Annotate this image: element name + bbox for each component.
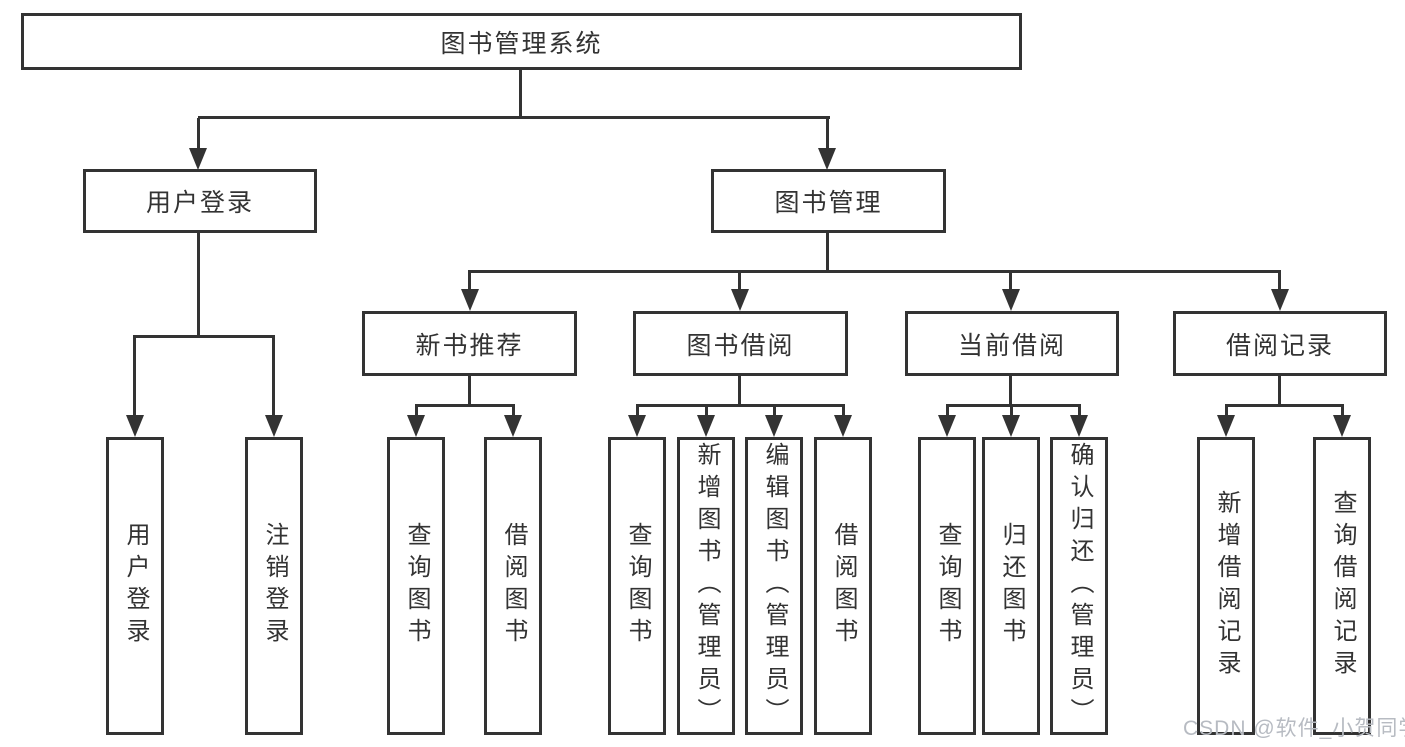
- node-recommend-query: 查询图书: [387, 437, 445, 735]
- node-book-management: 图书管理: [711, 169, 946, 233]
- watermark: CSDN @软件_小贺同学: [1183, 717, 1405, 740]
- arrowhead-records-add: [1217, 415, 1235, 437]
- connector-to-book-borrow: [738, 272, 741, 292]
- node-recommend-borrow: 借阅图书: [484, 437, 542, 735]
- connector-to-recommend-borrow: [512, 406, 515, 418]
- connector-to-user-login: [197, 118, 200, 150]
- connector-to-records-query: [1341, 406, 1344, 418]
- leaf-label: 查询图书: [624, 522, 651, 650]
- connector-to-current-query: [946, 406, 949, 418]
- connector-to-recommend-query: [415, 406, 418, 418]
- leaf-label: 编辑图书（管理员）: [761, 442, 788, 730]
- connector-to-current-confirm: [1078, 406, 1081, 418]
- connector-borrow-stem: [738, 376, 741, 405]
- leaf-label: 确认归还（管理员）: [1066, 442, 1093, 730]
- connector-level3-bar: [468, 270, 1281, 273]
- connector-records-stem: [1278, 376, 1281, 405]
- connector-borrow-bar: [636, 404, 845, 407]
- leaf-label: 归还图书: [998, 522, 1025, 650]
- node-system: 图书管理系统: [21, 13, 1022, 70]
- connector-to-login-logout: [272, 335, 275, 417]
- arrowhead-borrow-lend: [834, 415, 852, 437]
- connector-to-borrow-lend: [842, 406, 845, 418]
- arrowhead-recommend-borrow: [504, 415, 522, 437]
- node-records-query: 查询借阅记录: [1313, 437, 1371, 735]
- node-current-borrow: 当前借阅: [905, 311, 1119, 376]
- node-login-logout: 注销登录: [245, 437, 303, 735]
- connector-book-management-stem: [826, 233, 829, 272]
- node-borrow-query: 查询图书: [608, 437, 666, 735]
- connector-to-book-management: [826, 118, 829, 150]
- connector-level1-bar: [198, 116, 830, 119]
- connector-current-bar: [946, 404, 1081, 407]
- node-new-book-recommend: 新书推荐: [362, 311, 577, 376]
- arrowhead-current-query: [938, 415, 956, 437]
- node-book-borrow: 图书借阅: [633, 311, 848, 376]
- node-login-user: 用户登录: [106, 437, 164, 735]
- arrowhead-current-confirm: [1070, 415, 1088, 437]
- leaf-label: 查询图书: [934, 522, 961, 650]
- arrowhead-current-borrow: [1002, 289, 1020, 311]
- node-current-return: 归还图书: [982, 437, 1040, 735]
- connector-user-login-bar: [133, 335, 275, 338]
- connector-root-stem: [519, 69, 522, 117]
- leaf-label: 用户登录: [122, 522, 149, 650]
- connector-to-borrow-query: [636, 406, 639, 418]
- node-current-query: 查询图书: [918, 437, 976, 735]
- node-borrow-records: 借阅记录: [1173, 311, 1387, 376]
- connector-to-current-return: [1010, 406, 1013, 418]
- arrowhead-book-management: [818, 148, 836, 170]
- connector-user-login-stem: [197, 233, 200, 336]
- connector-to-borrow-records: [1278, 272, 1281, 292]
- connector-recommend-bar: [415, 404, 515, 407]
- arrowhead-book-borrow: [731, 289, 749, 311]
- connector-to-borrow-edit: [773, 406, 776, 418]
- leaf-label: 借阅图书: [500, 522, 527, 650]
- arrowhead-new-book-recommend: [461, 289, 479, 311]
- node-borrow-add: 新增图书（管理员）: [677, 437, 735, 735]
- connector-current-stem: [1009, 376, 1012, 405]
- connector-to-new-book-recommend: [468, 272, 471, 292]
- connector-to-records-add: [1225, 406, 1228, 418]
- arrowhead-login-user: [126, 415, 144, 437]
- leaf-label: 查询借阅记录: [1329, 490, 1356, 682]
- leaf-label: 查询图书: [403, 522, 430, 650]
- node-user-login: 用户登录: [83, 169, 317, 233]
- connector-to-current-borrow: [1009, 272, 1012, 292]
- arrowhead-user-login: [189, 148, 207, 170]
- arrowhead-borrow-records: [1271, 289, 1289, 311]
- arrowhead-recommend-query: [407, 415, 425, 437]
- arrowhead-borrow-query: [628, 415, 646, 437]
- arrowhead-login-logout: [265, 415, 283, 437]
- node-records-add: 新增借阅记录: [1197, 437, 1255, 735]
- arrowhead-borrow-add: [697, 415, 715, 437]
- arrowhead-borrow-edit: [765, 415, 783, 437]
- leaf-label: 借阅图书: [830, 522, 857, 650]
- leaf-label: 注销登录: [261, 522, 288, 650]
- arrowhead-records-query: [1333, 415, 1351, 437]
- arrowhead-current-return: [1002, 415, 1020, 437]
- leaf-label: 新增图书（管理员）: [693, 442, 720, 730]
- connector-recommend-stem: [468, 376, 471, 405]
- node-borrow-edit: 编辑图书（管理员）: [745, 437, 803, 735]
- connector-records-bar: [1225, 404, 1344, 407]
- connector-to-login-user: [133, 335, 136, 417]
- leaf-label: 新增借阅记录: [1213, 490, 1240, 682]
- node-current-confirm: 确认归还（管理员）: [1050, 437, 1108, 735]
- connector-to-borrow-add: [705, 406, 708, 418]
- node-borrow-lend: 借阅图书: [814, 437, 872, 735]
